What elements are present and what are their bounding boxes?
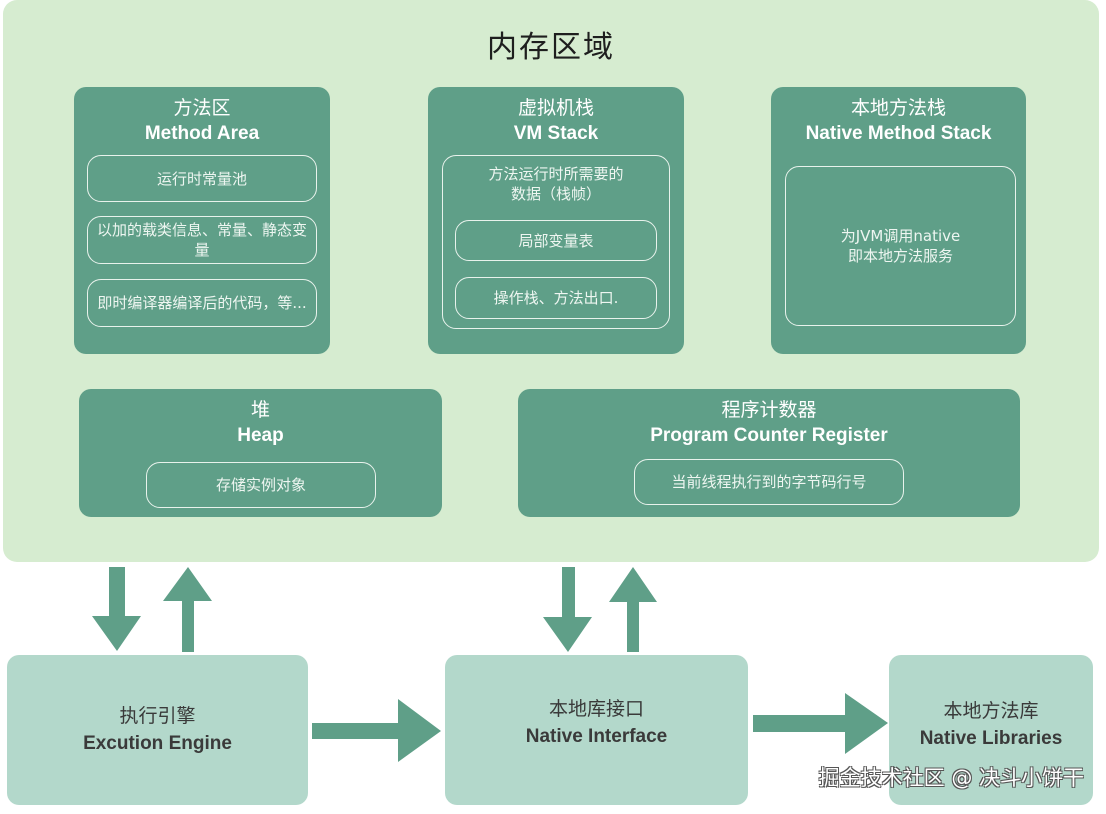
vm-stack-frame: 方法运行时所需要的数据（栈帧）	[442, 155, 670, 329]
arrow-execution-engine-to-native-interface	[312, 699, 441, 762]
arrow-memory-to-native-interface	[543, 567, 592, 652]
vm-stack-frame-label: 方法运行时所需要的数据（栈帧）	[488, 165, 624, 203]
method-area-item-jit-code: 即时编译器编译后的代码，等...	[87, 279, 317, 327]
native-interface-box: 本地库接口 Native Interface	[445, 655, 748, 805]
heap-description: 存储实例对象	[146, 462, 376, 508]
native-method-stack-desc-line2: 即本地方法服务	[847, 247, 953, 265]
program-counter-title-en: Program Counter Register	[650, 425, 888, 446]
execution-engine-box: 执行引擎 Excution Engine	[7, 655, 308, 805]
native-method-stack-title-zh: 本地方法栈	[850, 97, 946, 119]
arrow-execution-engine-to-memory	[163, 567, 212, 652]
arrow-native-interface-to-native-libraries	[753, 693, 888, 754]
program-counter-description: 当前线程执行到的字节码行号	[634, 459, 904, 505]
heap-title-en: Heap	[237, 425, 284, 446]
execution-engine-title-zh: 执行引擎	[119, 705, 196, 727]
heap-title-zh: 堆	[250, 399, 270, 421]
heap-region: 堆 Heap	[79, 389, 442, 517]
native-libraries-box: 本地方法库 Native Libraries	[889, 655, 1093, 805]
method-area-title-zh: 方法区	[173, 97, 231, 119]
native-method-stack-title-en: Native Method Stack	[805, 123, 992, 144]
vm-stack-item-local-variables: 局部变量表	[455, 220, 657, 261]
arrow-native-interface-to-memory	[609, 567, 657, 652]
vm-stack-title-zh: 虚拟机栈	[517, 97, 594, 119]
program-counter-region: 程序计数器 Program Counter Register	[518, 389, 1020, 517]
native-libraries-title-zh: 本地方法库	[943, 700, 1039, 722]
arrow-memory-to-execution-engine	[92, 567, 141, 651]
native-method-stack-region: 本地方法栈 Native Method Stack	[771, 87, 1026, 354]
native-method-stack-desc-line1: 为JVM调用native	[840, 227, 961, 245]
program-counter-title-zh: 程序计数器	[721, 399, 817, 421]
method-area-title-en: Method Area	[144, 123, 260, 144]
native-interface-title-zh: 本地库接口	[548, 698, 644, 720]
vm-stack-title-en: VM Stack	[513, 123, 599, 144]
method-area-region: 方法区 Method Area	[74, 87, 330, 354]
native-interface-title-en: Native Interface	[525, 726, 668, 747]
native-libraries-title-en: Native Libraries	[919, 728, 1063, 749]
watermark: 掘金技术社区 @ 决斗小饼干	[818, 766, 1084, 790]
memory-area-title: 内存区域	[487, 30, 615, 65]
execution-engine-title-en: Excution Engine	[83, 733, 232, 754]
method-area-item-class-info: 以加的载类信息、常量、静态变量	[87, 216, 317, 264]
vm-stack-item-operand-stack: 操作栈、方法出口.	[455, 277, 657, 319]
native-method-stack-description: 为JVM调用native 即本地方法服务	[785, 166, 1016, 326]
method-area-item-runtime-constant-pool: 运行时常量池	[87, 155, 317, 202]
